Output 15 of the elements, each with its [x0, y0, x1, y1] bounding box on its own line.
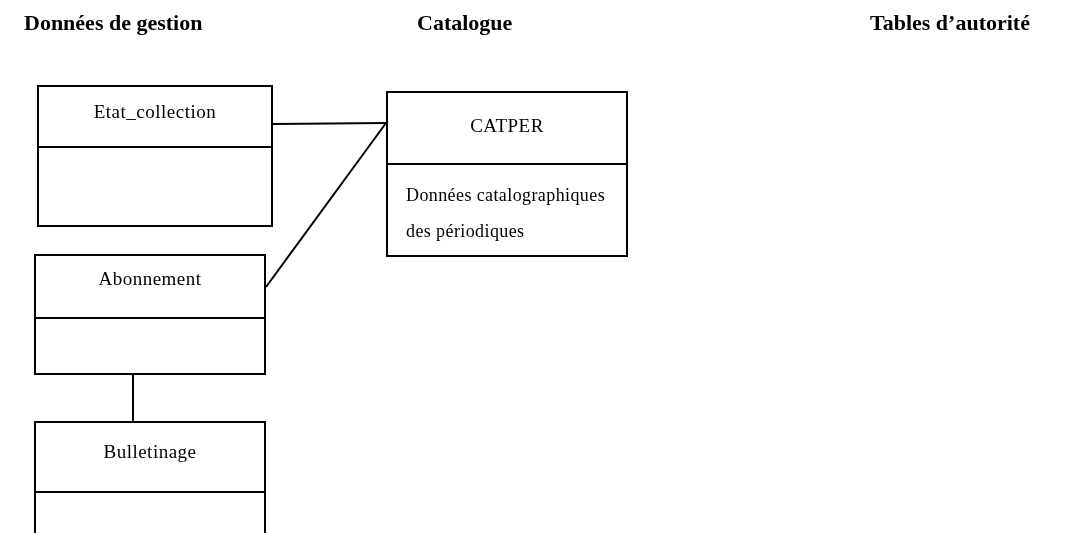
class-name: Abonnement	[98, 268, 202, 290]
class-box	[34, 421, 266, 533]
class-box	[37, 85, 273, 227]
class-description: Données catalographiques des périodiques	[406, 184, 607, 243]
connector-line	[132, 374, 134, 422]
column-heading: Catalogue	[417, 10, 513, 36]
class-name: Etat_collection	[93, 101, 217, 123]
column-heading: Données de gestion	[24, 10, 203, 36]
connector-line	[272, 122, 387, 125]
class-name: Bulletinage	[103, 441, 197, 463]
class-box	[386, 91, 628, 257]
column-heading: Tables d’autorité	[870, 10, 1030, 36]
class-name: CATPER	[470, 115, 544, 137]
connector-line	[265, 122, 387, 288]
class-box	[34, 254, 266, 375]
